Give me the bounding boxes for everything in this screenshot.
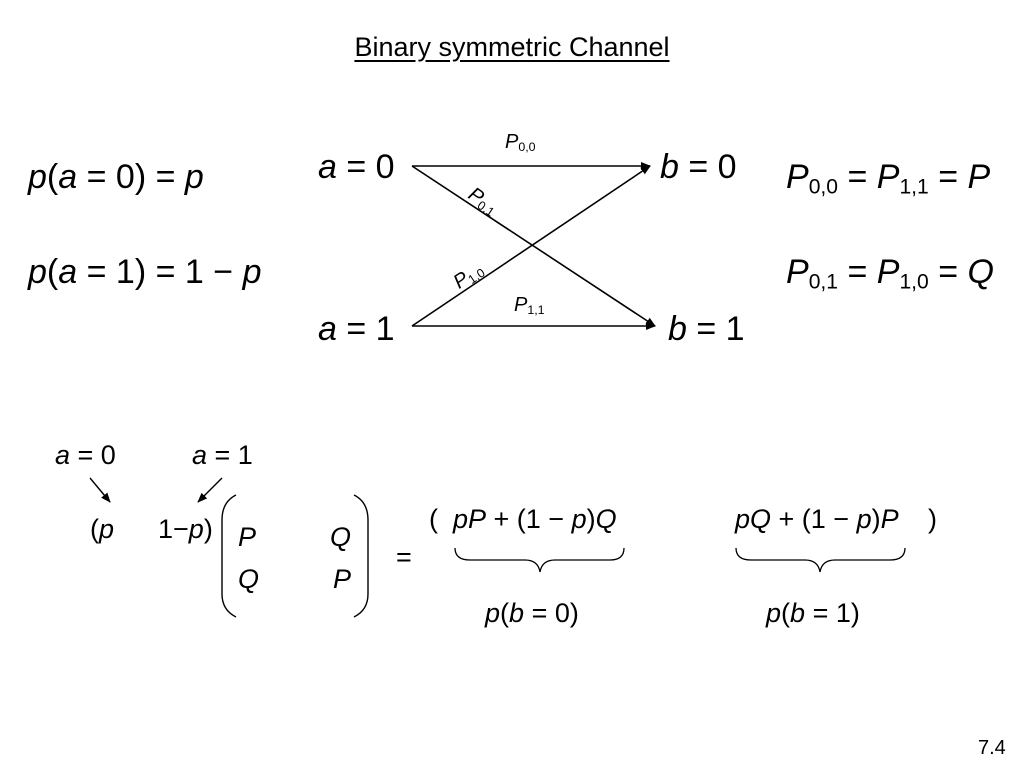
result-b1-expr: pQ + (1 − p)P (735, 504, 899, 534)
prior-a0: p(a = 0) = p (28, 158, 204, 196)
label-a0: a = 0 (55, 440, 116, 470)
row-vector-second: 1−p) (158, 514, 213, 544)
brace-label-b0: p(b = 0) (485, 598, 579, 628)
label-a1: a = 1 (192, 440, 253, 470)
matrix-cell-22: P (333, 564, 352, 594)
row-vector-open: (p (90, 514, 115, 544)
underbrace-b0 (454, 547, 625, 573)
equals-sign: = (396, 542, 412, 572)
edge-label-p00: P0,0 (505, 131, 536, 155)
result-b0-expr: pP + (1 − p)Q (453, 504, 617, 534)
slide-title: Binary symmetric Channel (354, 32, 670, 62)
input-a0: a = 0 (318, 148, 395, 186)
prior-a1: p(a = 1) = 1 − p (28, 253, 262, 291)
input-a1: a = 1 (318, 310, 395, 348)
edge-label-p11: P1,1 (514, 294, 545, 318)
arrow-a1 (197, 477, 223, 503)
result-close-paren: ) (928, 504, 937, 534)
matrix-left-bracket (221, 494, 237, 618)
matrix-right-bracket (353, 494, 369, 618)
matrix-cell-11: P (238, 522, 257, 552)
edge-1-0 (411, 165, 651, 327)
output-b0: b = 0 (660, 148, 737, 186)
def-q-equal: P0,1 = P1,0 = Q (786, 253, 994, 294)
edge-0-1 (411, 165, 656, 327)
result-open-paren: ( (429, 504, 438, 534)
matrix-cell-12: Q (330, 522, 352, 552)
page-number: 7.4 (978, 737, 1006, 759)
def-p-equal: P0,0 = P1,1 = P (786, 158, 991, 199)
underbrace-b1 (735, 547, 906, 573)
arrow-a0 (89, 477, 111, 503)
brace-label-b1: p(b = 1) (766, 598, 860, 628)
matrix-cell-21: Q (238, 564, 260, 594)
output-b1: b = 1 (668, 310, 745, 348)
